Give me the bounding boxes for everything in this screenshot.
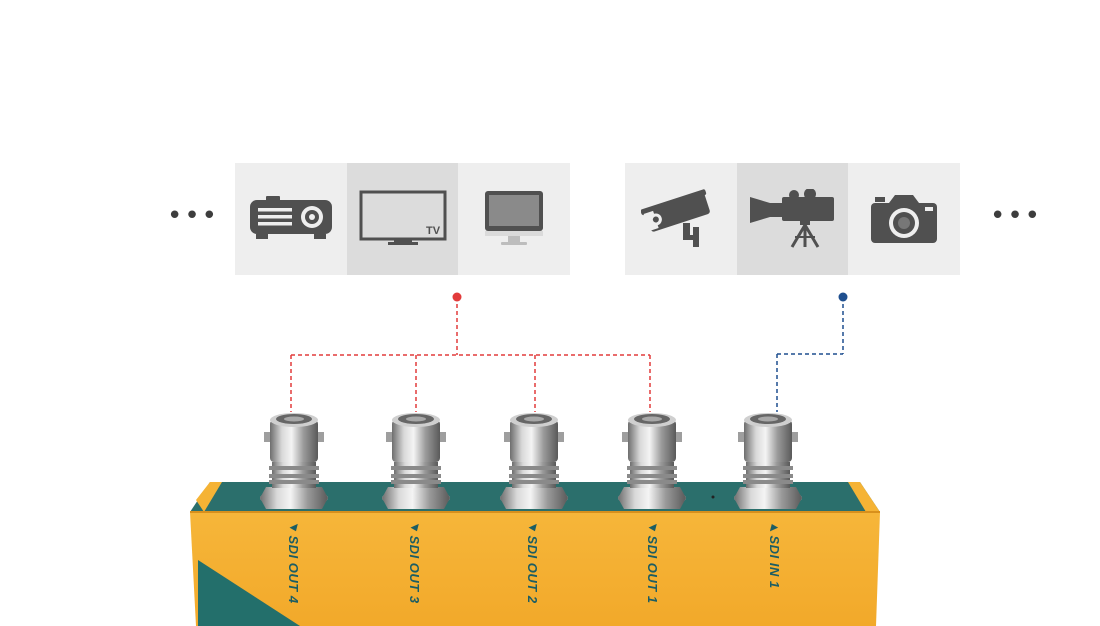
bnc-connector-out-1	[618, 413, 686, 509]
port-label-sdi-out-4: ◂SDI OUT 4	[286, 520, 301, 604]
bnc-connector-out-3	[382, 413, 450, 509]
bnc-connector-out-4	[260, 413, 328, 509]
output-devices-panel: TV	[235, 163, 571, 275]
input-junction-dot	[838, 292, 848, 302]
input-device-security-camera	[625, 163, 737, 275]
video-camera-icon	[749, 189, 834, 248]
input-device-photo-camera	[848, 163, 961, 275]
port-label-sdi-out-3: ◂SDI OUT 3	[407, 520, 422, 604]
output-connection-lines	[290, 297, 651, 412]
tv-label: TV	[425, 225, 440, 237]
port-label-sdi-in-1: ▸SDI IN 1	[767, 520, 782, 589]
device-front-face	[190, 512, 880, 626]
output-junction-dot	[452, 292, 462, 302]
bnc-connectors	[260, 413, 802, 509]
port-label-sdi-out-2: ◂SDI OUT 2	[525, 520, 540, 604]
output-device-tv: TV	[346, 163, 459, 275]
output-device-projector	[235, 163, 347, 275]
more-outputs-ellipsis: •••	[167, 201, 220, 231]
port-label-sdi-out-1: ◂SDI OUT 1	[645, 520, 660, 604]
input-devices-panel	[625, 163, 961, 275]
monitor-icon	[485, 191, 544, 245]
bnc-connector-out-2	[500, 413, 568, 509]
input-device-video-camera	[736, 163, 849, 275]
output-device-monitor	[458, 163, 571, 275]
device-accent-stripe	[198, 560, 300, 626]
photo-camera-icon	[871, 195, 938, 243]
more-inputs-ellipsis: •••	[990, 201, 1043, 231]
projector-icon	[249, 196, 332, 239]
tv-icon: TV	[359, 190, 446, 245]
bnc-connector-in-1	[734, 413, 802, 509]
security-camera-icon	[640, 189, 710, 247]
input-connection-lines	[776, 297, 844, 412]
